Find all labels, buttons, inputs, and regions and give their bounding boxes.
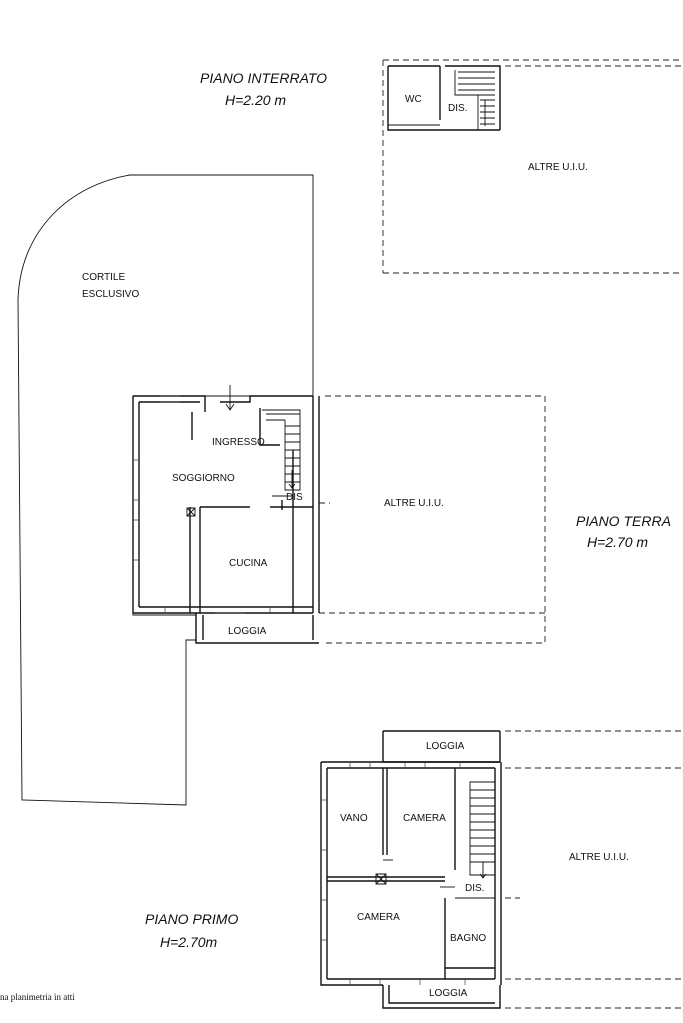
dis-first-label: DIS. xyxy=(465,883,484,894)
altre-basement-label: ALTRE U.I.U. xyxy=(528,162,588,173)
first-floor-plan xyxy=(320,730,683,1009)
first-floor-height: H=2.70m xyxy=(160,934,218,950)
cortile-label-1: CORTILE xyxy=(82,272,125,283)
ingresso-label: INGRESSO xyxy=(212,437,265,448)
dis-ground-label: DIS xyxy=(286,492,303,503)
basement-height: H=2.20 m xyxy=(225,92,286,108)
cortile-boundary xyxy=(17,174,314,806)
basement-title: PIANO INTERRATO xyxy=(200,70,327,86)
ground-floor-height: H=2.70 m xyxy=(587,534,648,550)
loggia-ground-label: LOGGIA xyxy=(228,626,267,637)
cucina-label: CUCINA xyxy=(229,558,268,569)
soggiorno-label: SOGGIORNO xyxy=(172,473,235,484)
footer-note: na planimetria in atti xyxy=(0,992,75,1002)
vano-label: VANO xyxy=(340,813,368,824)
wc-label: WC xyxy=(405,94,422,105)
basement-plan xyxy=(382,59,683,274)
bagno-label: BAGNO xyxy=(450,933,486,944)
altre-first-label: ALTRE U.I.U. xyxy=(569,852,629,863)
loggia-first-top-label: LOGGIA xyxy=(426,741,465,752)
first-floor-title: PIANO PRIMO xyxy=(145,911,238,927)
loggia-first-bottom-label: LOGGIA xyxy=(429,988,468,999)
ground-floor-plan xyxy=(132,385,546,644)
camera-1-label: CAMERA xyxy=(403,813,446,824)
altre-ground-label: ALTRE U.I.U. xyxy=(384,498,444,509)
cortile-label-2: ESCLUSIVO xyxy=(82,289,139,300)
ground-floor-title: PIANO TERRA xyxy=(576,513,671,529)
dis-basement-label: DIS. xyxy=(448,103,467,114)
camera-2-label: CAMERA xyxy=(357,912,400,923)
